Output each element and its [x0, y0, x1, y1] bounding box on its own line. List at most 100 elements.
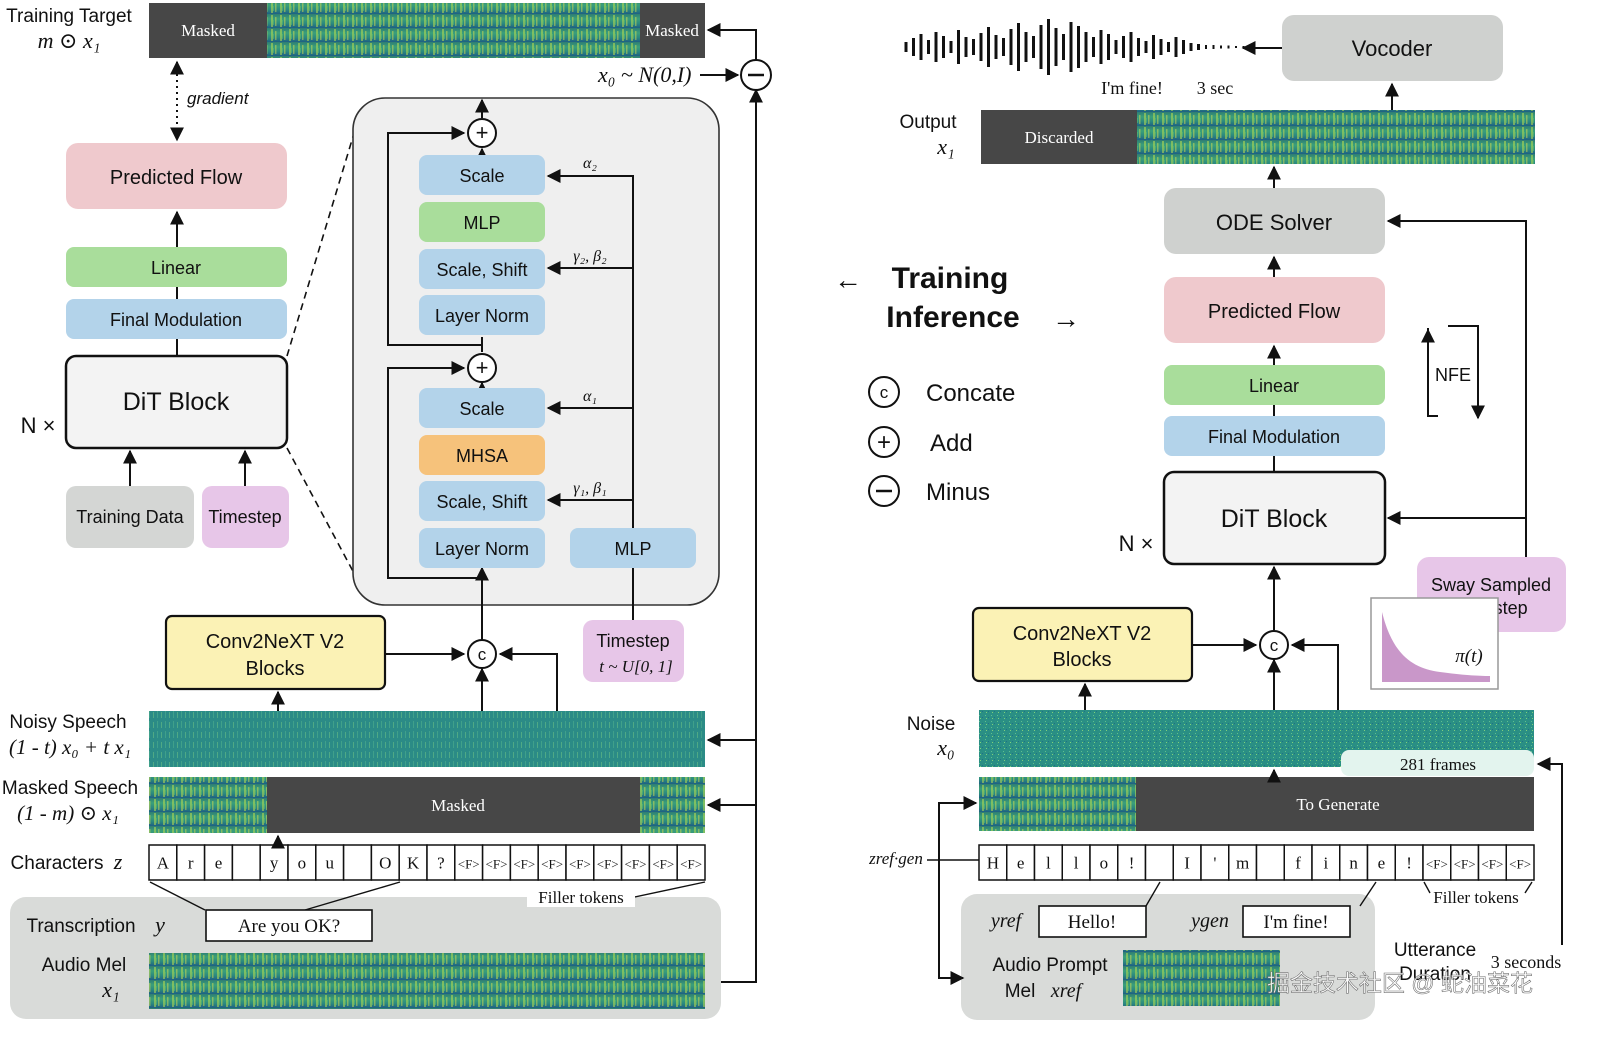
output-discarded-text: Discarded: [1025, 128, 1094, 147]
char-token: <F>: [513, 857, 535, 872]
detail-layer-norm-bottom-box: [419, 528, 545, 568]
training-data-text: Training Data: [76, 507, 184, 527]
training-target-label: Training Target: [6, 6, 132, 27]
output-var: x₁: [936, 134, 954, 159]
inf-filler-brace-d: [1524, 881, 1533, 894]
char-cell: [1505, 844, 1535, 881]
detail-mlp-top-box: [419, 202, 545, 242]
char-token: o: [1100, 854, 1109, 873]
char-token: <F>: [597, 857, 619, 872]
char-token: <F>: [680, 857, 702, 872]
char-cell: [1255, 844, 1285, 881]
char-token: <F>: [1481, 857, 1503, 872]
masked-speech-masked: [267, 777, 640, 833]
waveform-icon: [904, 19, 1245, 75]
duration-arrow: [1536, 757, 1563, 945]
three-seconds: 3 seconds: [1491, 952, 1562, 972]
char-cell: [1089, 844, 1119, 881]
target-masked-text-b: Masked: [645, 21, 699, 40]
char-cell: [259, 844, 289, 881]
char-token: <F>: [1426, 857, 1448, 872]
timestep-box: [202, 486, 289, 548]
predicted-flow-box: [66, 143, 287, 209]
utterance-line1: Utterance: [1394, 940, 1476, 961]
legend-inference: Inference: [886, 301, 1019, 334]
minus-to-target-arrow: [706, 23, 757, 60]
char-cell: [1144, 844, 1174, 881]
filler-brace-left: [304, 881, 401, 911]
y-ref-label: yref: [989, 910, 1024, 932]
vocoder-box: [1282, 15, 1503, 81]
timestep-u-line2: t ~ U[0, 1]: [599, 657, 672, 676]
noisy-speech-spectrogram: [149, 711, 705, 767]
pi-t-label: π(t): [1455, 646, 1482, 667]
detail-scale-bottom-text: Scale: [459, 399, 504, 419]
inf-final-mod-text: Final Modulation: [1208, 427, 1340, 447]
inf-conv-line1: Conv2NeXT V2: [1013, 623, 1152, 645]
transcription-label: Transcription: [26, 916, 135, 937]
detail-scale-bottom-box: [419, 388, 545, 428]
char-cell: [1477, 844, 1507, 881]
char-token: e: [1378, 854, 1386, 873]
nfe-text: NFE: [1435, 365, 1471, 385]
audio-mel-label: Audio Mel: [42, 955, 127, 976]
output-spectrogram: [1137, 110, 1535, 164]
detail-mhsa-text: MHSA: [456, 446, 508, 466]
char-cell: [398, 844, 428, 881]
char-cell: [454, 844, 484, 881]
predicted-flow-text: Predicted Flow: [110, 167, 243, 189]
inf-filler-brace-c: [1423, 881, 1431, 894]
legend-minus-text: Minus: [926, 479, 990, 506]
timestep-u-box: [583, 620, 684, 682]
inf-filler-tokens: Filler tokens: [1433, 888, 1518, 907]
legend-add-icon: [868, 426, 900, 458]
characters-var: z: [113, 849, 123, 874]
hello-text: Hello!: [1068, 912, 1117, 933]
char-token: l: [1046, 854, 1051, 873]
char-token: n: [1349, 854, 1358, 873]
z-ref-gen-label: zref·gen: [868, 849, 923, 868]
audio-prompt-var: xref: [1050, 980, 1084, 1002]
filler-brace-left2: [149, 881, 206, 911]
char-token: H: [987, 854, 999, 873]
char-cell: [676, 844, 706, 881]
inf-filler-brace-a: [1145, 881, 1161, 907]
gamma1-beta1-label: γ₁, β₁: [573, 480, 606, 497]
detail-mlp-top-text: MLP: [463, 213, 500, 233]
char-token: <F>: [652, 857, 674, 872]
char-token: ': [1213, 854, 1216, 873]
char-token: <F>: [1509, 857, 1531, 872]
waveform-caption: I'm fine!: [1101, 78, 1163, 98]
dit-block-box: [64, 354, 289, 450]
char-cell: [593, 844, 623, 881]
final-modulation-box: [66, 299, 287, 339]
add-operator-top: [467, 118, 497, 148]
legend-right-arrow: →: [1052, 303, 1080, 334]
noisy-speech-formula: (1 - t) x₀ + t x₁: [9, 735, 131, 759]
timestep-u-line1: Timestep: [596, 631, 669, 651]
noisy-speech-label: Noisy Speech: [9, 712, 126, 733]
detail-mlp-side-text: MLP: [614, 539, 651, 559]
char-cell: [148, 844, 178, 881]
conv-blocks-box: [164, 614, 387, 691]
alpha2-label: α₂: [583, 155, 597, 172]
char-token: e: [1017, 854, 1025, 873]
gradient-label: gradient: [187, 89, 250, 108]
diagram-structure: Masked Masked Training Target m ⊙ x₁ gra…: [2, 3, 1566, 1020]
char-token: m: [1236, 854, 1249, 873]
sway-line1: Sway Sampled: [1431, 575, 1551, 595]
audio-mel-var: x₁: [101, 977, 119, 1002]
detail-layer-norm-bottom-text: Layer Norm: [435, 539, 529, 559]
detail-scale-top-box: [419, 155, 545, 195]
transcription-text-box: [205, 909, 373, 942]
concat-sign: c: [478, 645, 487, 664]
char-token: K: [407, 854, 420, 873]
im-fine-box: [1242, 905, 1351, 938]
legend-concat-symbol: c: [880, 383, 889, 402]
detail-scale-top-text: Scale: [459, 166, 504, 186]
char-token: <F>: [541, 857, 563, 872]
detail-layer-norm-top-box: [419, 295, 545, 335]
char-token: I: [1184, 854, 1190, 873]
final-modulation-text: Final Modulation: [110, 310, 242, 330]
